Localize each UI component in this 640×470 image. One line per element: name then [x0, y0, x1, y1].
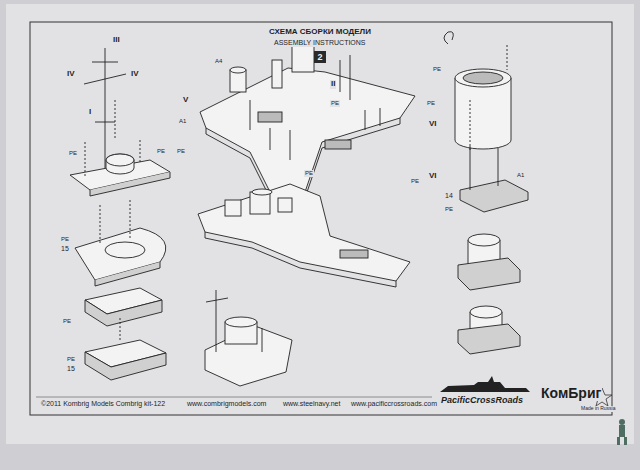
- part-code: PE: [62, 318, 72, 325]
- web-address: www.pacificcrossroads.com: [350, 400, 438, 408]
- roman-numeral: VI: [428, 120, 438, 129]
- origin-note: Made in Russia: [580, 406, 616, 412]
- callout-number: 14: [444, 192, 454, 200]
- callout-number: 15: [66, 365, 76, 373]
- subtitle: ASSEMBLY INSTRUCTIONS: [273, 39, 367, 47]
- part-code: PE: [330, 100, 340, 107]
- roman-numeral: VI: [428, 172, 438, 181]
- part-code: PE: [426, 100, 436, 107]
- roman-numeral: V: [182, 96, 189, 105]
- part-code: PE: [176, 148, 186, 155]
- roman-numeral: IV: [66, 70, 76, 79]
- web-address: www.steelnavy.net: [282, 400, 341, 408]
- part-code: PE: [66, 356, 76, 363]
- part-code: A4: [214, 58, 223, 65]
- brand-name: PacificCrossRoads: [440, 396, 524, 406]
- part-code: PE: [156, 148, 166, 155]
- part-code: A1: [516, 172, 525, 179]
- step-number-box: 2: [314, 51, 326, 63]
- part-code: PE: [60, 236, 70, 243]
- web-address: www.combrigmodels.com: [186, 400, 267, 408]
- part-code: PE: [304, 170, 314, 177]
- copyright-note: ©2011 Kombrig Models Combrig kit-122: [40, 400, 166, 408]
- part-code: PE: [444, 206, 454, 213]
- roman-numeral: IV: [130, 70, 140, 79]
- step-number: 2: [317, 53, 322, 62]
- callout-number: 15: [60, 245, 70, 253]
- roman-numeral: II: [330, 80, 336, 89]
- roman-numeral: I: [88, 108, 92, 117]
- part-code: PE: [68, 150, 78, 157]
- part-code: PE: [432, 66, 442, 73]
- roman-numeral: III: [112, 36, 121, 45]
- brand-logo: КомБриг: [540, 386, 602, 401]
- sheet-title: СХЕМА СБОРКИ МОДЕЛИ: [268, 28, 372, 37]
- part-code: PE: [410, 178, 420, 185]
- part-code: A1: [178, 118, 187, 125]
